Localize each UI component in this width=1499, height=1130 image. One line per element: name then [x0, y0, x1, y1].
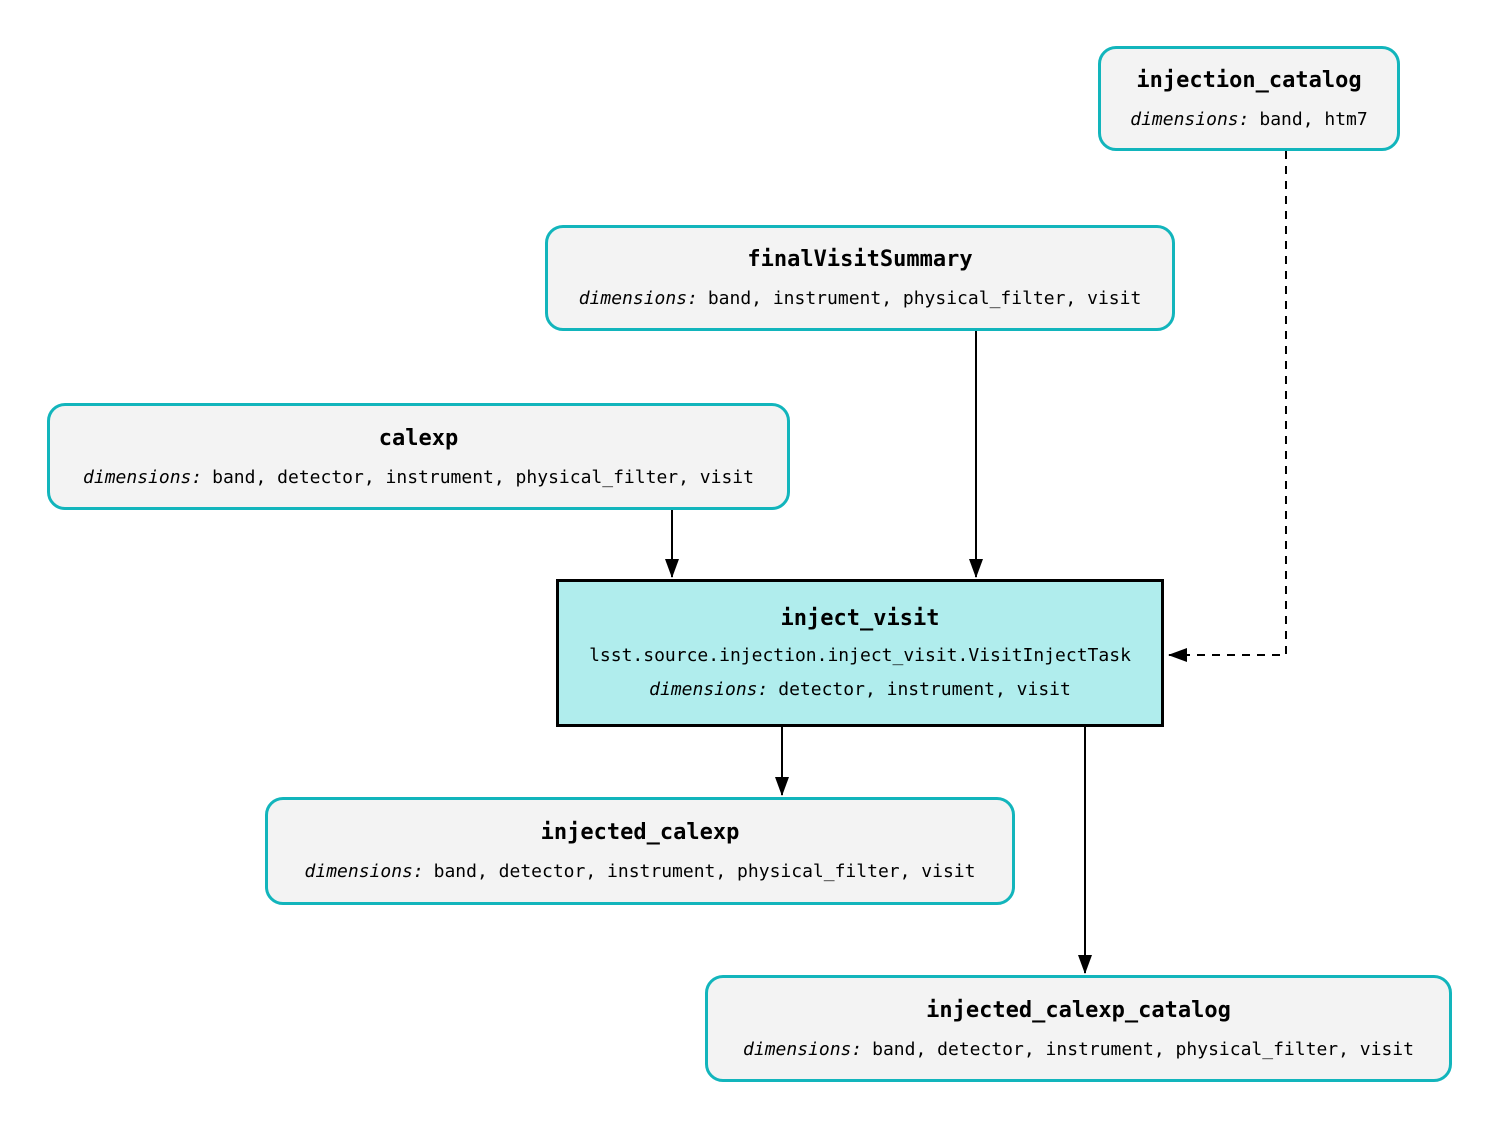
node-injected-calexp-dimensions: dimensions: band, detector, instrument, p…	[305, 861, 976, 882]
dimensions-value: band, detector, instrument, physical_fil…	[433, 861, 976, 882]
node-finalvisitsummary-title: finalVisitSummary	[747, 247, 973, 272]
dimensions-label: dimensions:	[743, 1038, 863, 1060]
node-injected-calexp-title: injected_calexp	[540, 820, 740, 845]
node-injected-calexp-catalog-title: injected_calexp_catalog	[926, 997, 1231, 1023]
node-injected-calexp: injected_calexp dimensions: band, detecto…	[265, 797, 1015, 905]
node-calexp: calexp dimensions: band, detector, instru…	[47, 403, 790, 510]
node-inject-visit-task: inject_visit lsst.source.injection.injec…	[556, 579, 1164, 727]
dimensions-label: dimensions:	[578, 288, 698, 309]
node-inject-visit-dimensions: dimensions: detector, instrument, visit	[649, 679, 1071, 700]
node-inject-visit-task-class: lsst.source.injection.inject_visit.Visit…	[589, 645, 1131, 666]
dimensions-label: dimensions:	[83, 466, 203, 488]
dimensions-value: band, detector, instrument, physical_fil…	[212, 466, 754, 488]
node-injection-catalog: injection_catalog dimensions: band, htm7	[1098, 46, 1400, 151]
dimensions-label: dimensions:	[649, 679, 769, 700]
dimensions-label: dimensions:	[304, 861, 424, 882]
dimensions-value: band, htm7	[1259, 108, 1368, 130]
node-calexp-dimensions: dimensions: band, detector, instrument, p…	[83, 467, 754, 488]
node-calexp-title: calexp	[378, 425, 459, 451]
node-injection-catalog-title: injection_catalog	[1136, 67, 1362, 93]
node-finalvisitsummary: finalVisitSummary dimensions: band, instr…	[545, 225, 1175, 331]
node-injected-calexp-catalog-dimensions: dimensions: band, detector, instrument, p…	[743, 1039, 1414, 1060]
dimensions-label: dimensions:	[1130, 108, 1250, 130]
dimensions-value: band, instrument, physical_filter, visit	[707, 288, 1142, 309]
node-injected-calexp-catalog: injected_calexp_catalog dimensions: band,…	[705, 975, 1452, 1082]
edge-injection-catalog-to-inject-visit	[1168, 151, 1287, 662]
node-finalvisitsummary-dimensions: dimensions: band, instrument, physical_fi…	[579, 288, 1142, 309]
dimensions-value: detector, instrument, visit	[778, 679, 1071, 700]
node-inject-visit-title: inject_visit	[780, 606, 940, 631]
dimensions-value: band, detector, instrument, physical_fil…	[872, 1038, 1414, 1060]
node-injection-catalog-dimensions: dimensions: band, htm7	[1130, 109, 1367, 130]
